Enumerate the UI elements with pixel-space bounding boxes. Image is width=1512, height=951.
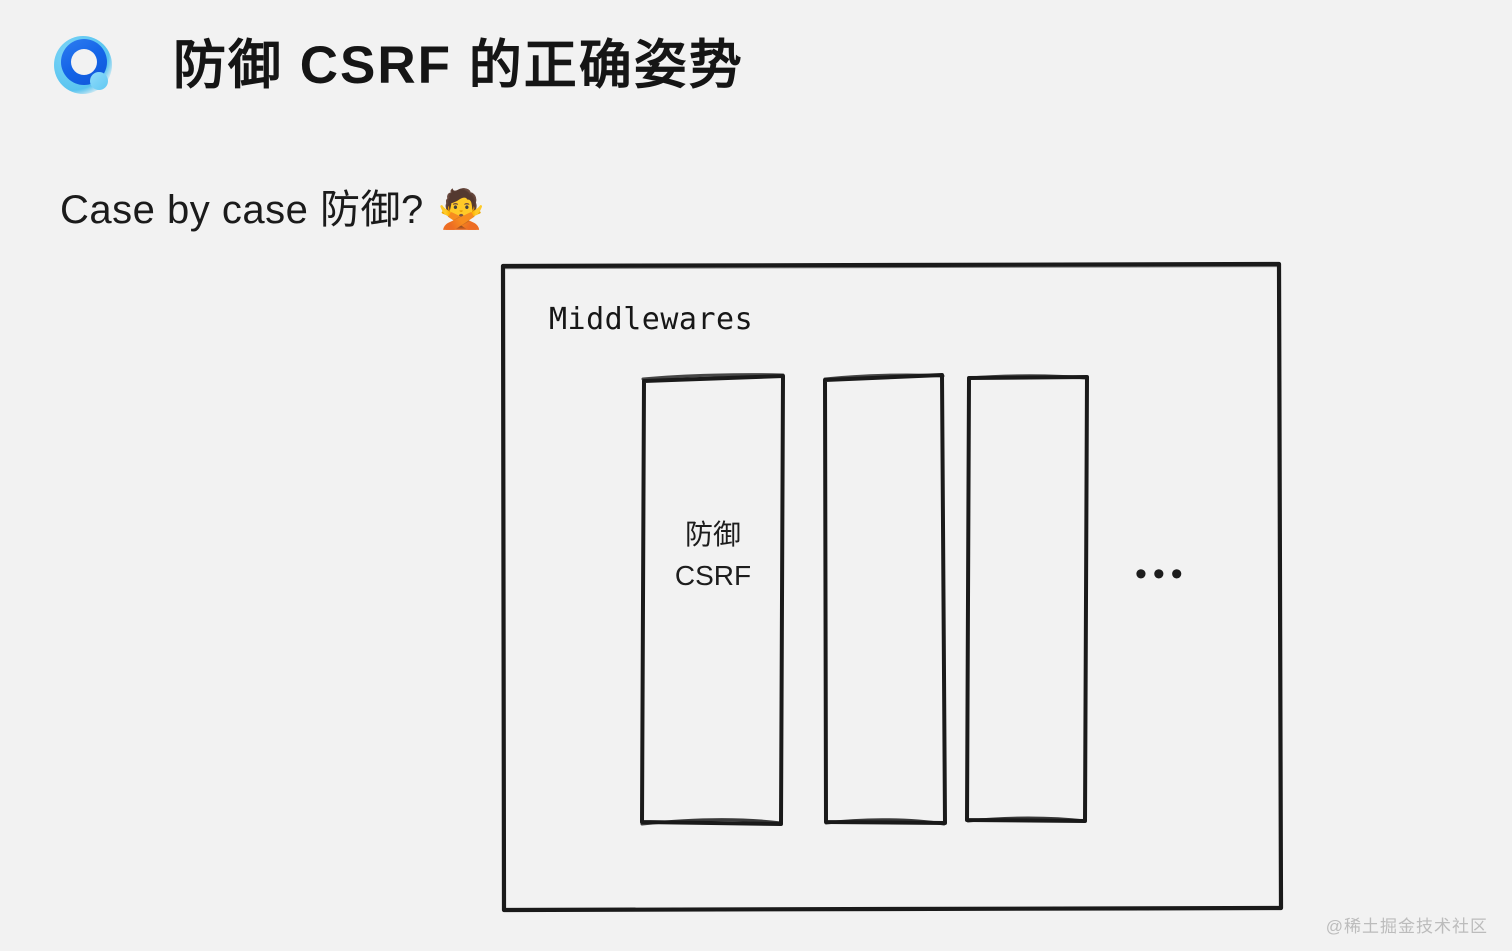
middleware-box-3-sketch-bottom	[966, 816, 1087, 823]
juejin-circle-logo-icon	[52, 34, 114, 96]
person-gesturing-no-emoji-icon: 🙅	[437, 189, 486, 231]
diagram-label-middlewares: Middlewares	[549, 302, 754, 337]
middleware-box-3-outline	[965, 375, 1089, 823]
slide-header: 防御 CSRF 的正确姿势	[52, 34, 744, 96]
middleware-box-2-outline	[823, 373, 947, 825]
diagram-ellipsis: •••	[1135, 555, 1189, 593]
diagram-sketch-svg	[500, 261, 1284, 913]
subtitle-line: Case by case 防御? 🙅	[60, 186, 486, 234]
subtitle-text: Case by case 防御?	[60, 188, 424, 232]
watermark: @稀土掘金技术社区	[1325, 917, 1488, 936]
middleware-box-3-sketch-top	[967, 374, 1088, 380]
logo-hole-shape	[71, 49, 97, 75]
logo-dot-shape	[90, 72, 108, 90]
middleware-box-1-label: 防御 CSRF	[647, 515, 779, 596]
middleware-box-2-sketch-bottom	[824, 818, 946, 826]
middleware-box-1-outline	[640, 374, 785, 826]
middleware-box-1-line-1: 防御	[684, 519, 741, 550]
middleware-box-1-line-2: CSRF	[674, 559, 752, 591]
middleware-box-1-sketch-top	[641, 373, 785, 381]
page-title: 防御 CSRF 的正确姿势	[173, 35, 744, 95]
middleware-box-2-sketch-top	[823, 373, 945, 381]
middlewares-diagram: Middlewares 防御 CSRF •••	[495, 257, 1295, 922]
middleware-box-1-sketch-bottom	[640, 818, 783, 826]
outer-container-outline-overlay	[502, 264, 1280, 270]
outer-container-outline	[500, 261, 1284, 913]
